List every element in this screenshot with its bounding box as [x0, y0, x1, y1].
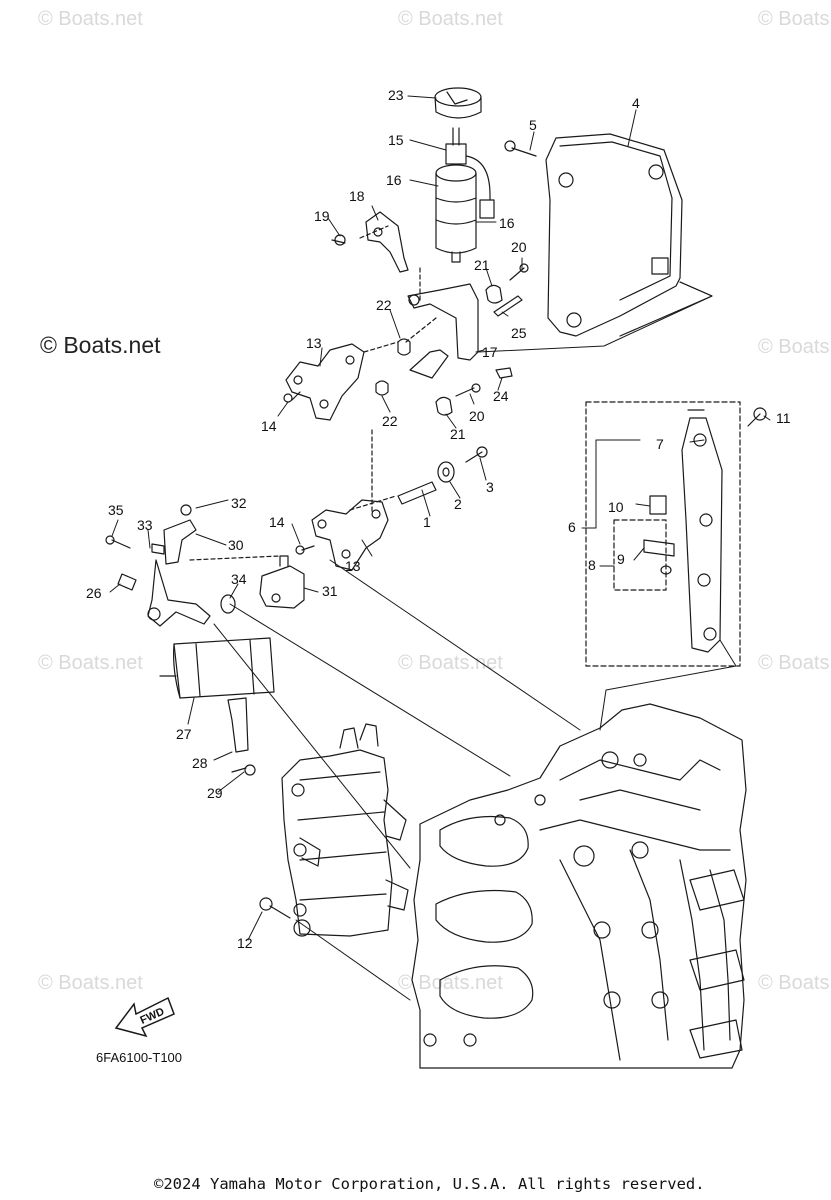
part-callout-22: 22: [376, 297, 392, 313]
engine-block: [411, 703, 747, 1069]
watermark: © Boats.net: [398, 8, 503, 30]
diagram-code: 6FA6100-T100: [96, 1050, 183, 1065]
intake-manifold: [259, 723, 409, 937]
copyright-notice: ©2024 Yamaha Motor Corporation, U.S.A. A…: [154, 1175, 705, 1193]
part-4-cover: [504, 133, 713, 337]
part-callout-8: 8: [588, 557, 596, 573]
watermark: © Boats.net: [38, 652, 143, 674]
part-callout-23: 23: [388, 87, 404, 103]
part-callout-11: 11: [776, 410, 791, 426]
watermark-main: © Boats.net: [40, 332, 161, 358]
part-callout-15: 15: [388, 132, 404, 148]
part-callout-3: 3: [486, 479, 494, 495]
part-15-16-fuel-pump: [435, 127, 495, 263]
part-callout-2: 2: [454, 496, 462, 512]
part-callout-28: 28: [192, 755, 208, 771]
part-callout-16: 16: [386, 172, 402, 188]
part-callout-12: 12: [237, 935, 253, 951]
part-17-bracket: [405, 267, 479, 379]
watermark: © Boats.net: [38, 972, 143, 994]
part-callout-22: 22: [382, 413, 398, 429]
part-callout-14: 14: [269, 514, 285, 530]
part-callout-6: 6: [568, 519, 576, 535]
fwd-arrow-icon: FWD: [114, 996, 175, 1038]
part-callout-10: 10: [608, 499, 624, 515]
part-callout-16: 16: [499, 215, 515, 231]
part-callout-30: 30: [228, 537, 244, 553]
part-callout-26: 26: [86, 585, 102, 601]
part-31-valve: [259, 555, 305, 609]
watermark: © Boats.net: [758, 336, 831, 358]
part-callout-17: 17: [482, 344, 498, 360]
part-callout-19: 19: [314, 208, 330, 224]
part-callout-7: 7: [656, 436, 664, 452]
part-callout-21: 21: [450, 426, 466, 442]
part-26-35-bracket-set: [105, 504, 281, 627]
part-callout-5: 5: [529, 117, 537, 133]
part-callout-13: 13: [345, 558, 361, 574]
part-callout-32: 32: [231, 495, 247, 511]
part-18-bracket: [331, 211, 409, 273]
part-23-cap: [434, 87, 482, 119]
part-callout-31: 31: [322, 583, 338, 599]
watermark: © Boats.net: [758, 652, 831, 674]
part-callout-20: 20: [511, 239, 527, 255]
part-34-collar: [220, 594, 236, 614]
watermark: © Boats.net: [38, 8, 143, 30]
part-callout-13: 13: [306, 335, 322, 351]
watermark: © Boats.net: [758, 972, 831, 994]
part-callout-34: 34: [231, 571, 247, 587]
part-22-grommet: [375, 338, 411, 396]
reference-lines: [213, 281, 737, 1001]
part-27-29-canister: [159, 637, 275, 776]
part-callout-21: 21: [474, 257, 490, 273]
part-callout-27: 27: [176, 726, 192, 742]
part-callout-9: 9: [617, 551, 625, 567]
part-13-bracket-lower: [295, 429, 389, 571]
part-callout-20: 20: [469, 408, 485, 424]
part-callout-1: 1: [423, 514, 431, 530]
part-callout-14: 14: [261, 418, 277, 434]
part-callout-33: 33: [137, 517, 153, 533]
part-6-fuel-rail-box: [585, 401, 767, 667]
watermark: © Boats.net: [398, 652, 503, 674]
part-1-2-3-shaft: [349, 446, 488, 511]
part-callout-29: 29: [207, 785, 223, 801]
part-callout-24: 24: [493, 388, 509, 404]
part-callout-35: 35: [108, 502, 124, 518]
part-callout-18: 18: [349, 188, 365, 204]
part-callout-4: 4: [632, 95, 640, 111]
leader-lines: [109, 95, 771, 941]
watermark: © Boats.net: [758, 8, 831, 30]
part-13-bracket-upper: [283, 341, 399, 421]
part-20-21-24-25-hardware: [435, 263, 529, 416]
part-callout-25: 25: [511, 325, 527, 341]
